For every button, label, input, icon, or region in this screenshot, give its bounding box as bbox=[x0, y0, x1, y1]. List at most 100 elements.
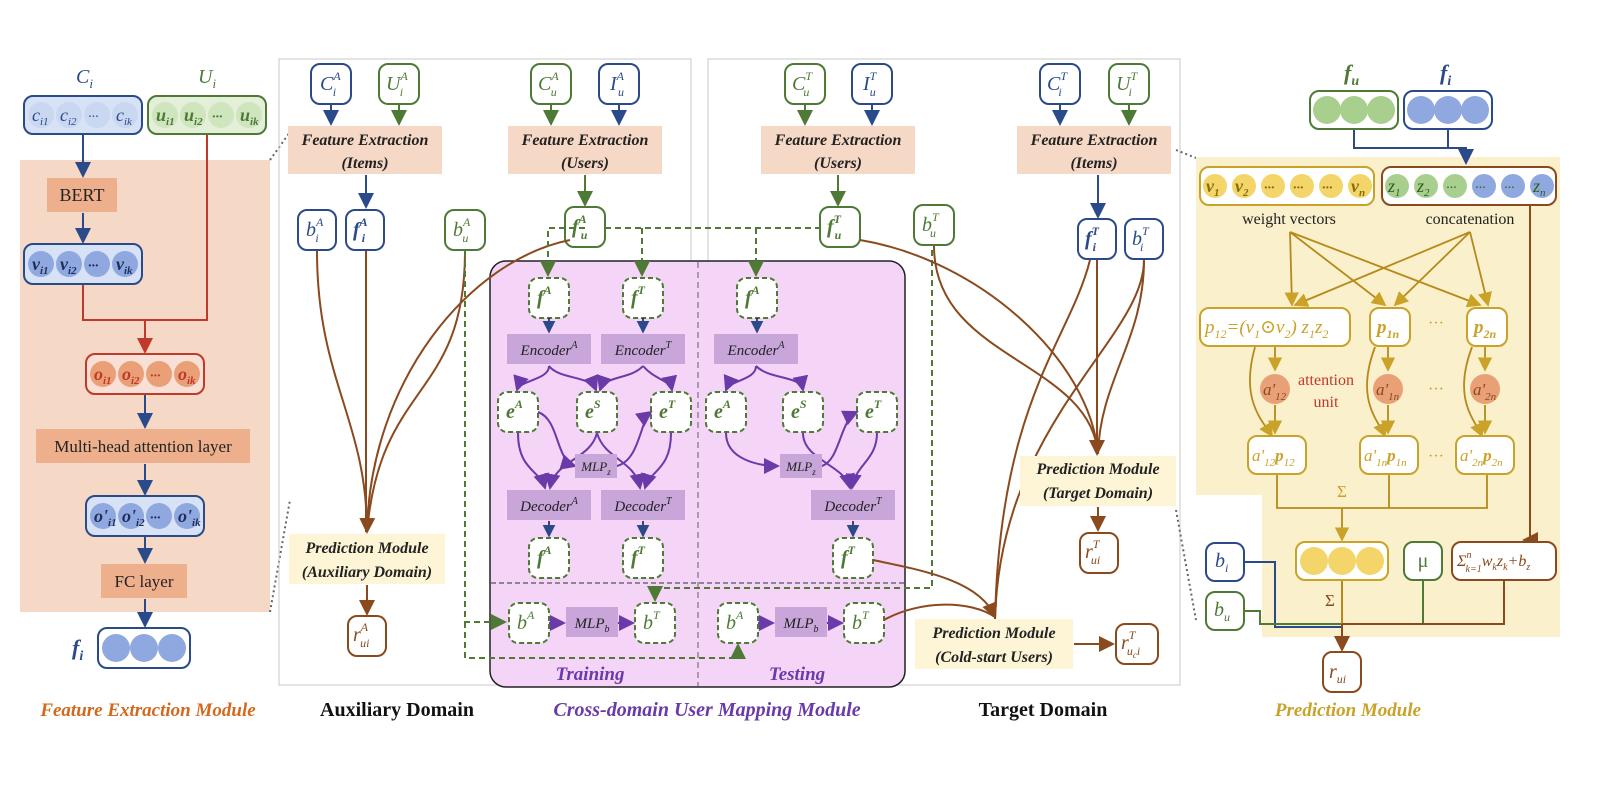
weight-cell-label: ··· bbox=[1264, 181, 1275, 196]
svg-text:(Auxiliary Domain): (Auxiliary Domain) bbox=[302, 564, 432, 581]
final-rating-output bbox=[1322, 651, 1362, 693]
o-prime-cell-circle bbox=[174, 503, 200, 529]
f-uc-target-predicted bbox=[832, 537, 874, 579]
svg-text:eA: eA bbox=[714, 397, 731, 423]
svg-text:···: ··· bbox=[1428, 448, 1444, 465]
ui-cell-circle bbox=[236, 102, 262, 128]
svg-text:(Target Domain): (Target Domain) bbox=[1043, 485, 1153, 502]
a1np1n-node bbox=[1359, 435, 1419, 475]
svg-text:eS: eS bbox=[791, 397, 807, 423]
cross-domain-mapping-module: fA fT fA EncoderA EncoderT EncoderA eA e… bbox=[464, 227, 933, 721]
svg-text:UTi: UTi bbox=[1116, 69, 1138, 99]
sum-symbol-2: Σ bbox=[1325, 591, 1335, 610]
multi-head-attention-label: Multi-head attention layer bbox=[54, 437, 232, 456]
ui-cell-circle bbox=[208, 102, 234, 128]
ci-cell-label: cik bbox=[116, 105, 133, 128]
svg-text:Feature Extraction: Feature Extraction bbox=[774, 132, 902, 149]
svg-text:Prediction Module: Prediction Module bbox=[1035, 461, 1159, 478]
o-prime-cell-label: o'i2 bbox=[122, 506, 145, 529]
svg-text:DecoderT: DecoderT bbox=[823, 496, 883, 515]
svg-text:IAu: IAu bbox=[609, 69, 625, 99]
ci-cell-circle bbox=[56, 102, 82, 128]
svg-text:ITu: ITu bbox=[862, 69, 878, 99]
ci-title: Ci bbox=[76, 66, 93, 91]
concatenation-label: concatenation bbox=[1426, 211, 1515, 228]
svg-text:Prediction Module: Prediction Module bbox=[304, 540, 428, 557]
p2n-node bbox=[1466, 307, 1508, 347]
mu-label: μ bbox=[1418, 550, 1429, 572]
ci-cell-label: ··· bbox=[88, 110, 99, 125]
svg-text:DecoderT: DecoderT bbox=[613, 496, 673, 515]
aux-fi-node bbox=[345, 209, 385, 251]
svg-text:DecoderA: DecoderA bbox=[519, 496, 579, 515]
v-cell-label: ··· bbox=[88, 259, 99, 274]
ci-cell-label: ci2 bbox=[60, 105, 77, 128]
z-cell-circle bbox=[1385, 174, 1409, 198]
svg-text:Feature Extraction: Feature Extraction bbox=[521, 132, 649, 149]
b-uc-target-node bbox=[843, 602, 885, 644]
o-vector bbox=[85, 353, 205, 395]
z-cell-circle bbox=[1414, 174, 1438, 198]
weight-cell-circle bbox=[1348, 174, 1372, 198]
svg-text:(Items): (Items) bbox=[1070, 155, 1117, 172]
e-uc-aux-node bbox=[705, 391, 747, 433]
svg-text:fA: fA bbox=[745, 283, 760, 309]
sum-symbol-1: Σ bbox=[1337, 482, 1347, 501]
a2np2n-node bbox=[1455, 435, 1515, 475]
bi-node bbox=[1205, 542, 1245, 582]
f-uo-aux-reconstructed bbox=[528, 537, 570, 579]
a12-node bbox=[1260, 374, 1290, 404]
ci-cell-circle bbox=[84, 102, 110, 128]
tgt-fe-users-box bbox=[761, 126, 915, 174]
svg-text:fA: fA bbox=[537, 283, 552, 309]
svg-text:Prediction Module: Prediction Module bbox=[931, 625, 1055, 642]
svg-text:bTi: bTi bbox=[1132, 224, 1150, 254]
ui-title: Ui bbox=[198, 66, 216, 91]
mlp-z-testing bbox=[780, 454, 822, 478]
o-cell-circle bbox=[146, 361, 172, 387]
weight-cell-circle bbox=[1261, 174, 1285, 198]
fu-title: fu bbox=[1344, 60, 1359, 89]
aux-fe-users-box bbox=[508, 126, 662, 174]
svg-text:p12=(v1⊙v2) z1z2: p12=(v1⊙v2) z1z2 bbox=[1203, 317, 1328, 341]
p12-node bbox=[1199, 307, 1351, 347]
svg-text:bu: bu bbox=[1214, 599, 1230, 624]
o-prime-cell-label: o'i1 bbox=[94, 506, 117, 529]
svg-text:CAu: CAu bbox=[538, 69, 559, 99]
e-uc-target-node bbox=[856, 391, 898, 433]
z-cell-label: z2 bbox=[1416, 176, 1430, 199]
tgt-fe-items-box bbox=[1017, 126, 1171, 174]
o-prime-cell-circle bbox=[146, 503, 172, 529]
ci-vector bbox=[23, 95, 143, 135]
o-prime-cell-circle bbox=[90, 503, 116, 529]
encoder-a-testing bbox=[714, 334, 798, 364]
svg-text:EncoderA: EncoderA bbox=[520, 340, 579, 359]
svg-text:bA: bA bbox=[726, 608, 744, 634]
ci-cell-label: ci1 bbox=[32, 105, 49, 128]
z-cell-label: z1 bbox=[1387, 176, 1401, 199]
bert-box bbox=[47, 178, 117, 212]
svg-text:MLPb: MLPb bbox=[783, 616, 819, 635]
a12p12-node bbox=[1247, 435, 1307, 475]
cold-start-rating-output bbox=[1115, 623, 1159, 665]
p-dots: ··· bbox=[1428, 315, 1444, 332]
svg-text:CTi: CTi bbox=[1047, 69, 1068, 99]
svg-text:eA: eA bbox=[506, 397, 523, 423]
o-cell-circle bbox=[174, 361, 200, 387]
weight-cell-circle bbox=[1319, 174, 1343, 198]
tgt-bi-node bbox=[1124, 218, 1164, 260]
mapping-module-caption: Cross-domain User Mapping Module bbox=[553, 699, 860, 721]
ui-cell-label: ··· bbox=[212, 110, 223, 125]
multi-head-attention-box bbox=[36, 429, 250, 463]
v-vector bbox=[23, 243, 143, 285]
svg-text:p2n: p2n bbox=[1472, 317, 1497, 341]
ui-cell-circle bbox=[152, 102, 178, 128]
